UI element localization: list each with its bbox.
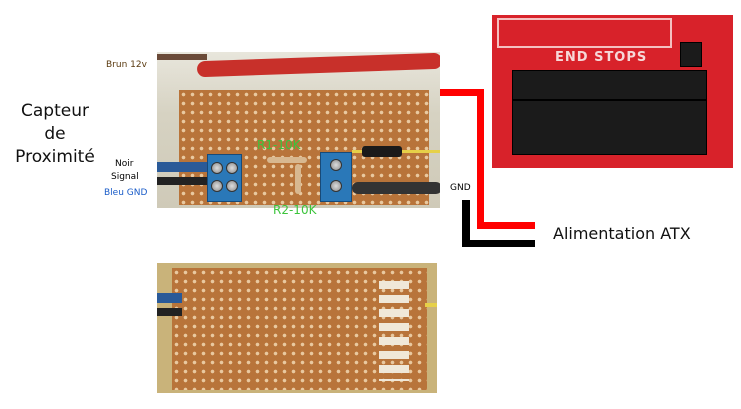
label-end-stops: END STOPS xyxy=(555,50,648,65)
label-bleu: Bleu GND xyxy=(104,188,148,198)
end-stops-photo xyxy=(492,15,733,168)
label-signal: Signal xyxy=(111,172,139,182)
label-noir: Noir xyxy=(115,159,134,169)
black-wire xyxy=(462,200,470,246)
label-r2: R2-10K xyxy=(273,203,317,217)
label-brun: Brun 12v xyxy=(106,60,147,70)
red-wire xyxy=(440,89,483,96)
label-r1: R1-10K xyxy=(257,138,301,152)
title-line: Proximité xyxy=(15,147,95,167)
title-line: Capteur xyxy=(21,101,89,121)
red-wire xyxy=(477,89,484,229)
red-wire xyxy=(477,222,535,229)
label-atx: Alimentation ATX xyxy=(553,224,691,243)
board-top-photo xyxy=(157,52,440,208)
black-wire xyxy=(462,240,535,247)
board-bottom-photo xyxy=(157,263,437,393)
title-line: de xyxy=(44,124,66,144)
sensor-title: Capteur de Proximité xyxy=(0,100,110,169)
label-gnd: GND xyxy=(450,183,471,193)
